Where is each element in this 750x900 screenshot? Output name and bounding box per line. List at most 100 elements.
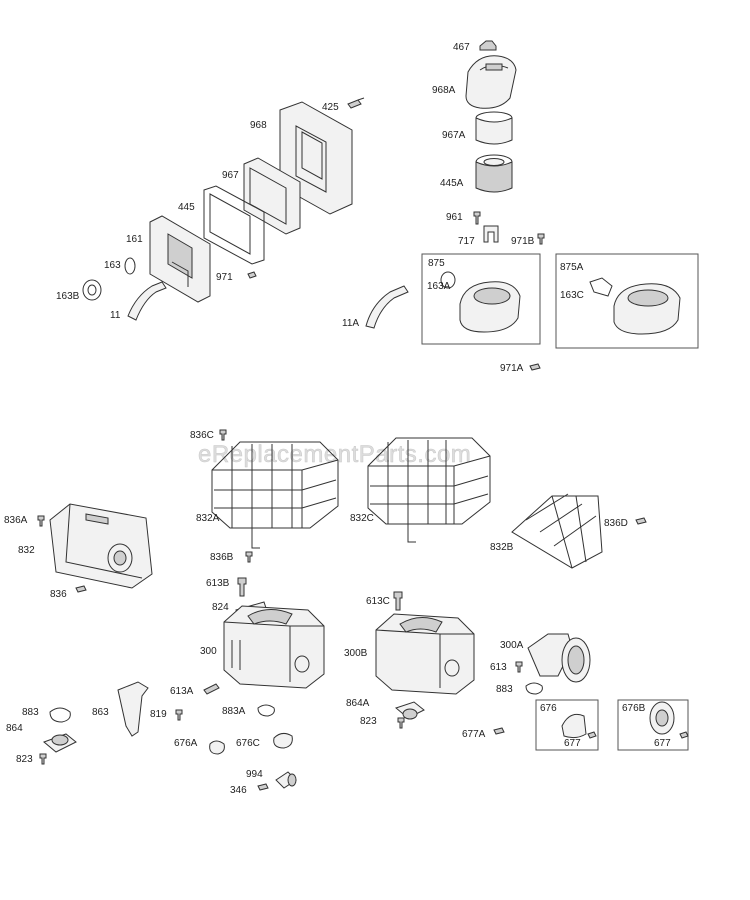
- part-613C-screw: [393, 591, 403, 611]
- part-467-knob: [479, 40, 497, 51]
- label-971: 971: [216, 272, 233, 283]
- label-967: 967: [222, 170, 239, 181]
- label-967A: 967A: [442, 130, 466, 141]
- label-163C: 163C: [560, 290, 584, 301]
- part-717-bracket: [483, 225, 499, 243]
- part-832A-guard: [211, 441, 339, 549]
- part-346-screw: [257, 783, 269, 791]
- part-676-deflector: [561, 713, 587, 739]
- label-824: 824: [212, 602, 229, 613]
- part-883A-gasket: [257, 704, 275, 717]
- part-971-screw: [247, 271, 257, 279]
- part-968A-cover: [465, 55, 517, 109]
- label-161: 161: [126, 234, 143, 245]
- part-445-gasket: [203, 185, 265, 265]
- part-832C-guard: [367, 437, 491, 543]
- label-883A: 883A: [222, 706, 246, 717]
- label-163A: 163A: [427, 281, 451, 292]
- label-346: 346: [230, 785, 247, 796]
- label-819: 819: [150, 709, 167, 720]
- label-613B: 613B: [206, 578, 230, 589]
- part-967-filter: [243, 157, 301, 235]
- label-836A: 836A: [4, 515, 28, 526]
- part-677A-screw: [493, 727, 505, 735]
- part-863-bracket: [117, 681, 149, 737]
- label-676B: 676B: [622, 703, 646, 714]
- label-864A: 864A: [346, 698, 370, 709]
- label-613: 613: [490, 662, 507, 673]
- part-613-screw: [515, 661, 523, 673]
- label-883: 883: [22, 707, 39, 718]
- label-836D: 836D: [604, 518, 628, 529]
- label-961: 961: [446, 212, 463, 223]
- part-883b-gasket: [525, 682, 543, 695]
- part-961-screw: [473, 211, 481, 225]
- part-875A-base: [589, 277, 681, 335]
- label-883b: 883: [496, 684, 513, 695]
- label-300B: 300B: [344, 648, 368, 659]
- label-836: 836: [50, 589, 67, 600]
- label-467: 467: [453, 42, 470, 53]
- part-836-screw: [75, 585, 87, 593]
- label-971B: 971B: [511, 236, 535, 247]
- part-613A-screw: [203, 683, 220, 695]
- part-613B-screw: [237, 577, 247, 597]
- label-163B: 163B: [56, 291, 80, 302]
- label-968: 968: [250, 120, 267, 131]
- part-967A-prefilter: [475, 111, 513, 145]
- label-832C: 832C: [350, 513, 374, 524]
- part-875-base: [440, 271, 521, 333]
- label-863: 863: [92, 707, 109, 718]
- part-163-gasket: [124, 257, 136, 275]
- group-box-676: [535, 699, 599, 751]
- label-300: 300: [200, 646, 217, 657]
- part-832B-guard: [511, 493, 603, 569]
- part-677-screw: [587, 731, 597, 739]
- part-994-spark-arrestor: [275, 771, 297, 789]
- part-836B-screw: [245, 551, 253, 563]
- part-836A-screw: [37, 515, 45, 527]
- label-823: 823: [16, 754, 33, 765]
- part-425-screw: [347, 97, 365, 109]
- part-971A-screw: [529, 363, 541, 371]
- label-994: 994: [246, 769, 263, 780]
- label-676: 676: [540, 703, 557, 714]
- part-836D-screw: [635, 517, 647, 525]
- label-676A: 676A: [174, 738, 198, 749]
- part-883-gasket: [49, 707, 71, 723]
- label-832: 832: [18, 545, 35, 556]
- label-613C: 613C: [366, 596, 390, 607]
- part-300B-muffler: [375, 613, 475, 695]
- part-836C-screw: [219, 429, 227, 441]
- label-677A: 677A: [462, 729, 486, 740]
- part-832-muffler-cover: [49, 503, 153, 589]
- label-300A: 300A: [500, 640, 524, 651]
- group-box-875A: [555, 253, 699, 349]
- label-875: 875: [428, 258, 445, 269]
- label-864: 864: [6, 723, 23, 734]
- label-445A: 445A: [440, 178, 464, 189]
- group-box-676B: [617, 699, 689, 751]
- part-161-base: [149, 215, 211, 303]
- part-11A-tube: [365, 285, 409, 329]
- part-676C-deflector: [273, 732, 293, 749]
- label-613A: 613A: [170, 686, 194, 697]
- label-445: 445: [178, 202, 195, 213]
- label-836B: 836B: [210, 552, 234, 563]
- part-676A-deflector: [209, 740, 225, 755]
- part-11-tube: [127, 281, 167, 321]
- part-971B-screw: [537, 233, 545, 245]
- label-676C: 676C: [236, 738, 260, 749]
- part-163B-gasket: [82, 279, 102, 301]
- part-300A-muffler: [527, 633, 591, 683]
- part-864-flange: [43, 733, 77, 753]
- label-823b: 823: [360, 716, 377, 727]
- label-677: 677: [564, 738, 581, 749]
- label-11A: 11A: [342, 318, 359, 329]
- label-425: 425: [322, 102, 339, 113]
- part-823-screw: [39, 753, 47, 765]
- part-300-muffler: [223, 605, 325, 689]
- part-864A-flange: [394, 701, 425, 720]
